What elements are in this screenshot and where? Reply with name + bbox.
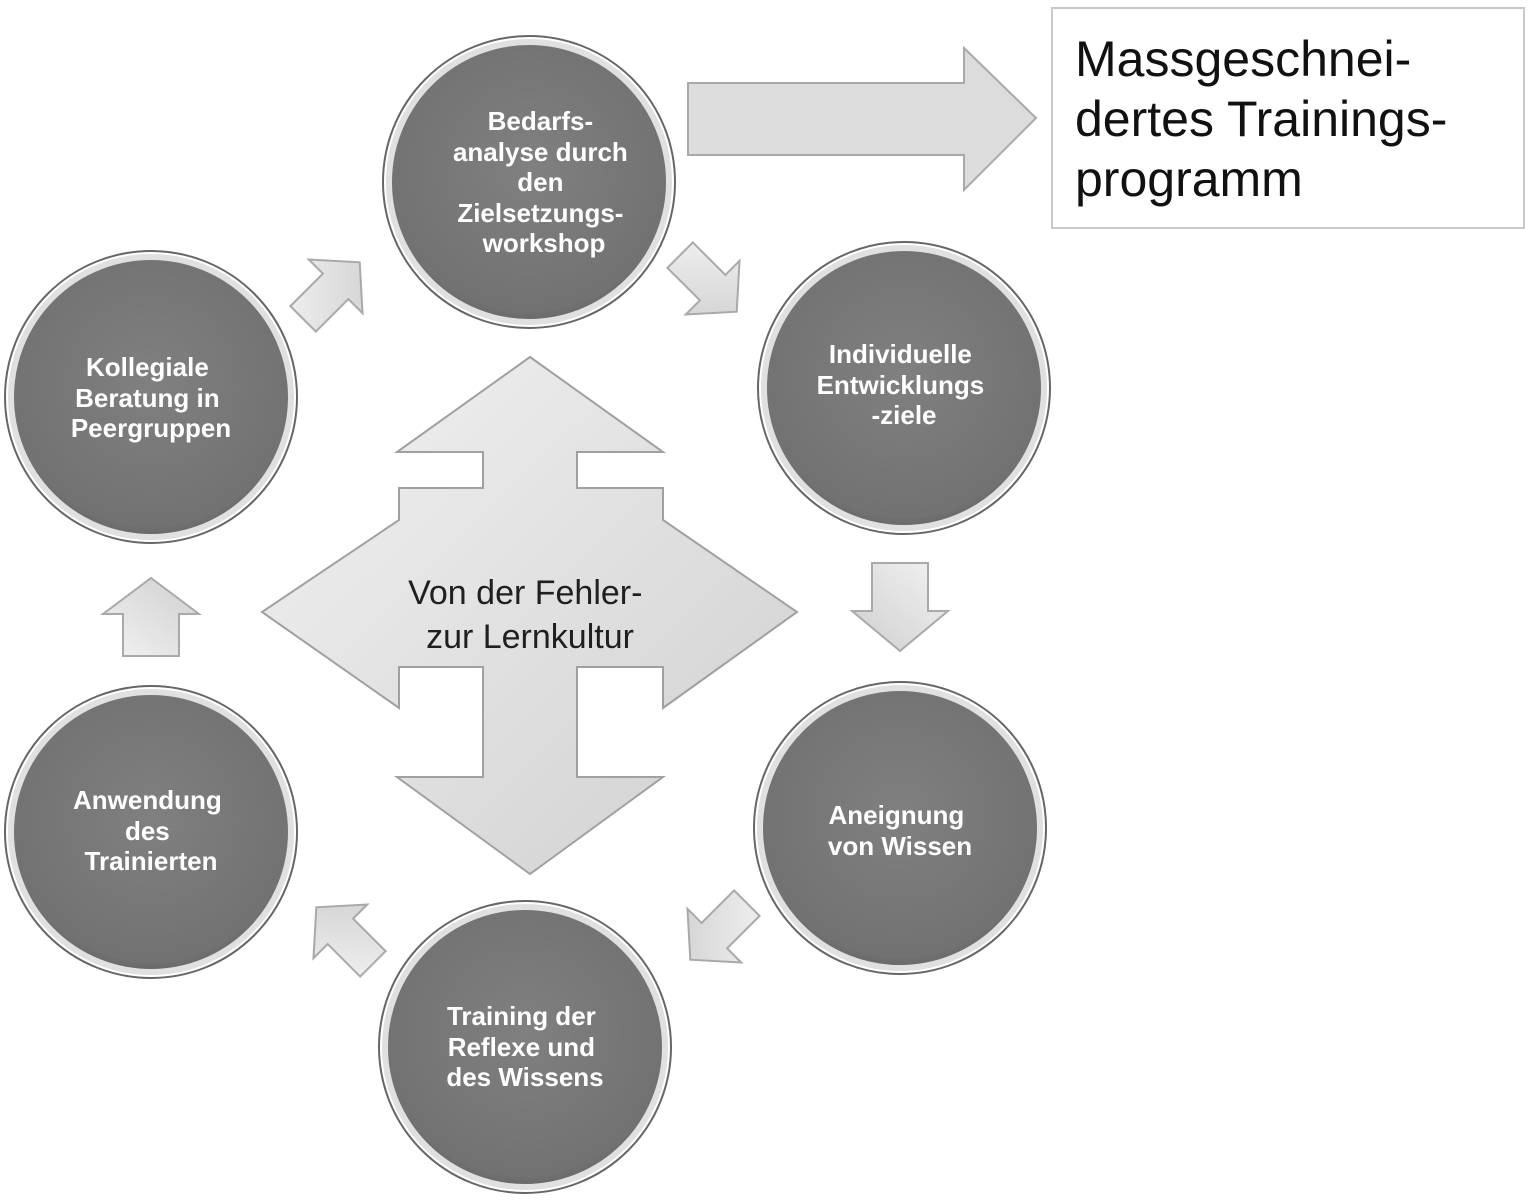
node-training: Training der Reflexe und des Wissens — [378, 900, 672, 1194]
node-bedarfsanalyse: Bedarfs- analyse durch den Zielsetzungs-… — [382, 35, 676, 329]
result-line: Massgeschnei- — [1075, 31, 1412, 87]
node-label-line: den — [517, 167, 563, 197]
node-kollegiale-beratung: Kollegiale Beratung in Peergruppen — [4, 250, 298, 544]
svg-text:Anwendung des Trai: Anwendung des Trainierten — [73, 785, 229, 876]
node-label-line: Training der — [447, 1001, 596, 1031]
node-label-line: Bedarfs- — [488, 106, 593, 136]
node-label-line: Trainierten — [85, 846, 218, 876]
node-label-line: Reflexe und — [448, 1032, 595, 1062]
node-label-line: -ziele — [871, 400, 936, 430]
node-label-line: Kollegiale — [86, 352, 209, 382]
node-label-line: von Wissen — [828, 831, 972, 861]
node-label-line: workshop — [482, 228, 606, 258]
node-label-line: des Wissens — [446, 1062, 603, 1092]
node-label-line: Aneignung — [829, 800, 965, 830]
result-arrow — [687, 45, 1038, 193]
node-aneignung: Aneignung von Wissen — [753, 681, 1047, 975]
cycle-arrow-bedarfs-to-ziele — [665, 240, 741, 316]
cycle-arrow-ziele-to-aneignung — [849, 562, 951, 653]
center-cross-arrow — [260, 355, 799, 876]
cycle-arrow-kollegiale-to-bedarfs — [288, 258, 364, 334]
node-entwicklungsziele: Individuelle Entwicklungs -ziele — [757, 241, 1051, 535]
center-line: Von der Fehler- — [408, 574, 642, 612]
node-label-line: Anwendung — [73, 785, 222, 815]
svg-text:Training der Reflexe und: Training der Reflexe und des Wissens — [446, 1001, 603, 1092]
svg-text:Individuelle Entwicklung: Individuelle Entwicklungs -ziele — [817, 339, 992, 430]
cycle-arrow-aneignung-to-training — [686, 888, 762, 964]
node-label-line: Zielsetzungs- — [457, 198, 623, 228]
center-line: zur Lernkultur — [426, 618, 634, 656]
svg-text:Bedarfs- analyse durch: Bedarfs- analyse durch den Zielsetzungs-… — [453, 106, 635, 258]
result-box: Massgeschnei- dertes Trainings- programm — [1051, 7, 1525, 229]
node-label-line: Entwicklungs — [817, 370, 985, 400]
result-line: dertes Trainings- — [1075, 91, 1448, 147]
cycle-arrow-training-to-anwendung — [312, 903, 388, 979]
node-anwendung: Anwendung des Trainierten — [4, 685, 298, 979]
result-line: programm — [1075, 151, 1303, 207]
svg-text:Aneignung von Wissen: Aneignung von Wissen — [828, 800, 972, 861]
node-label-line: Beratung in — [75, 383, 219, 413]
node-label-line: Individuelle — [829, 339, 972, 369]
node-label-line: analyse durch — [453, 137, 628, 167]
center-label: Von der Fehler- zur Lernkultur — [408, 574, 652, 656]
node-label-line: Peergruppen — [71, 413, 231, 443]
cycle-arrow-anwendung-to-kollegiale — [100, 576, 202, 657]
node-label-line: des — [125, 816, 170, 846]
svg-text:Kollegiale Beratung in: Kollegiale Beratung in Peergruppen — [71, 352, 231, 443]
